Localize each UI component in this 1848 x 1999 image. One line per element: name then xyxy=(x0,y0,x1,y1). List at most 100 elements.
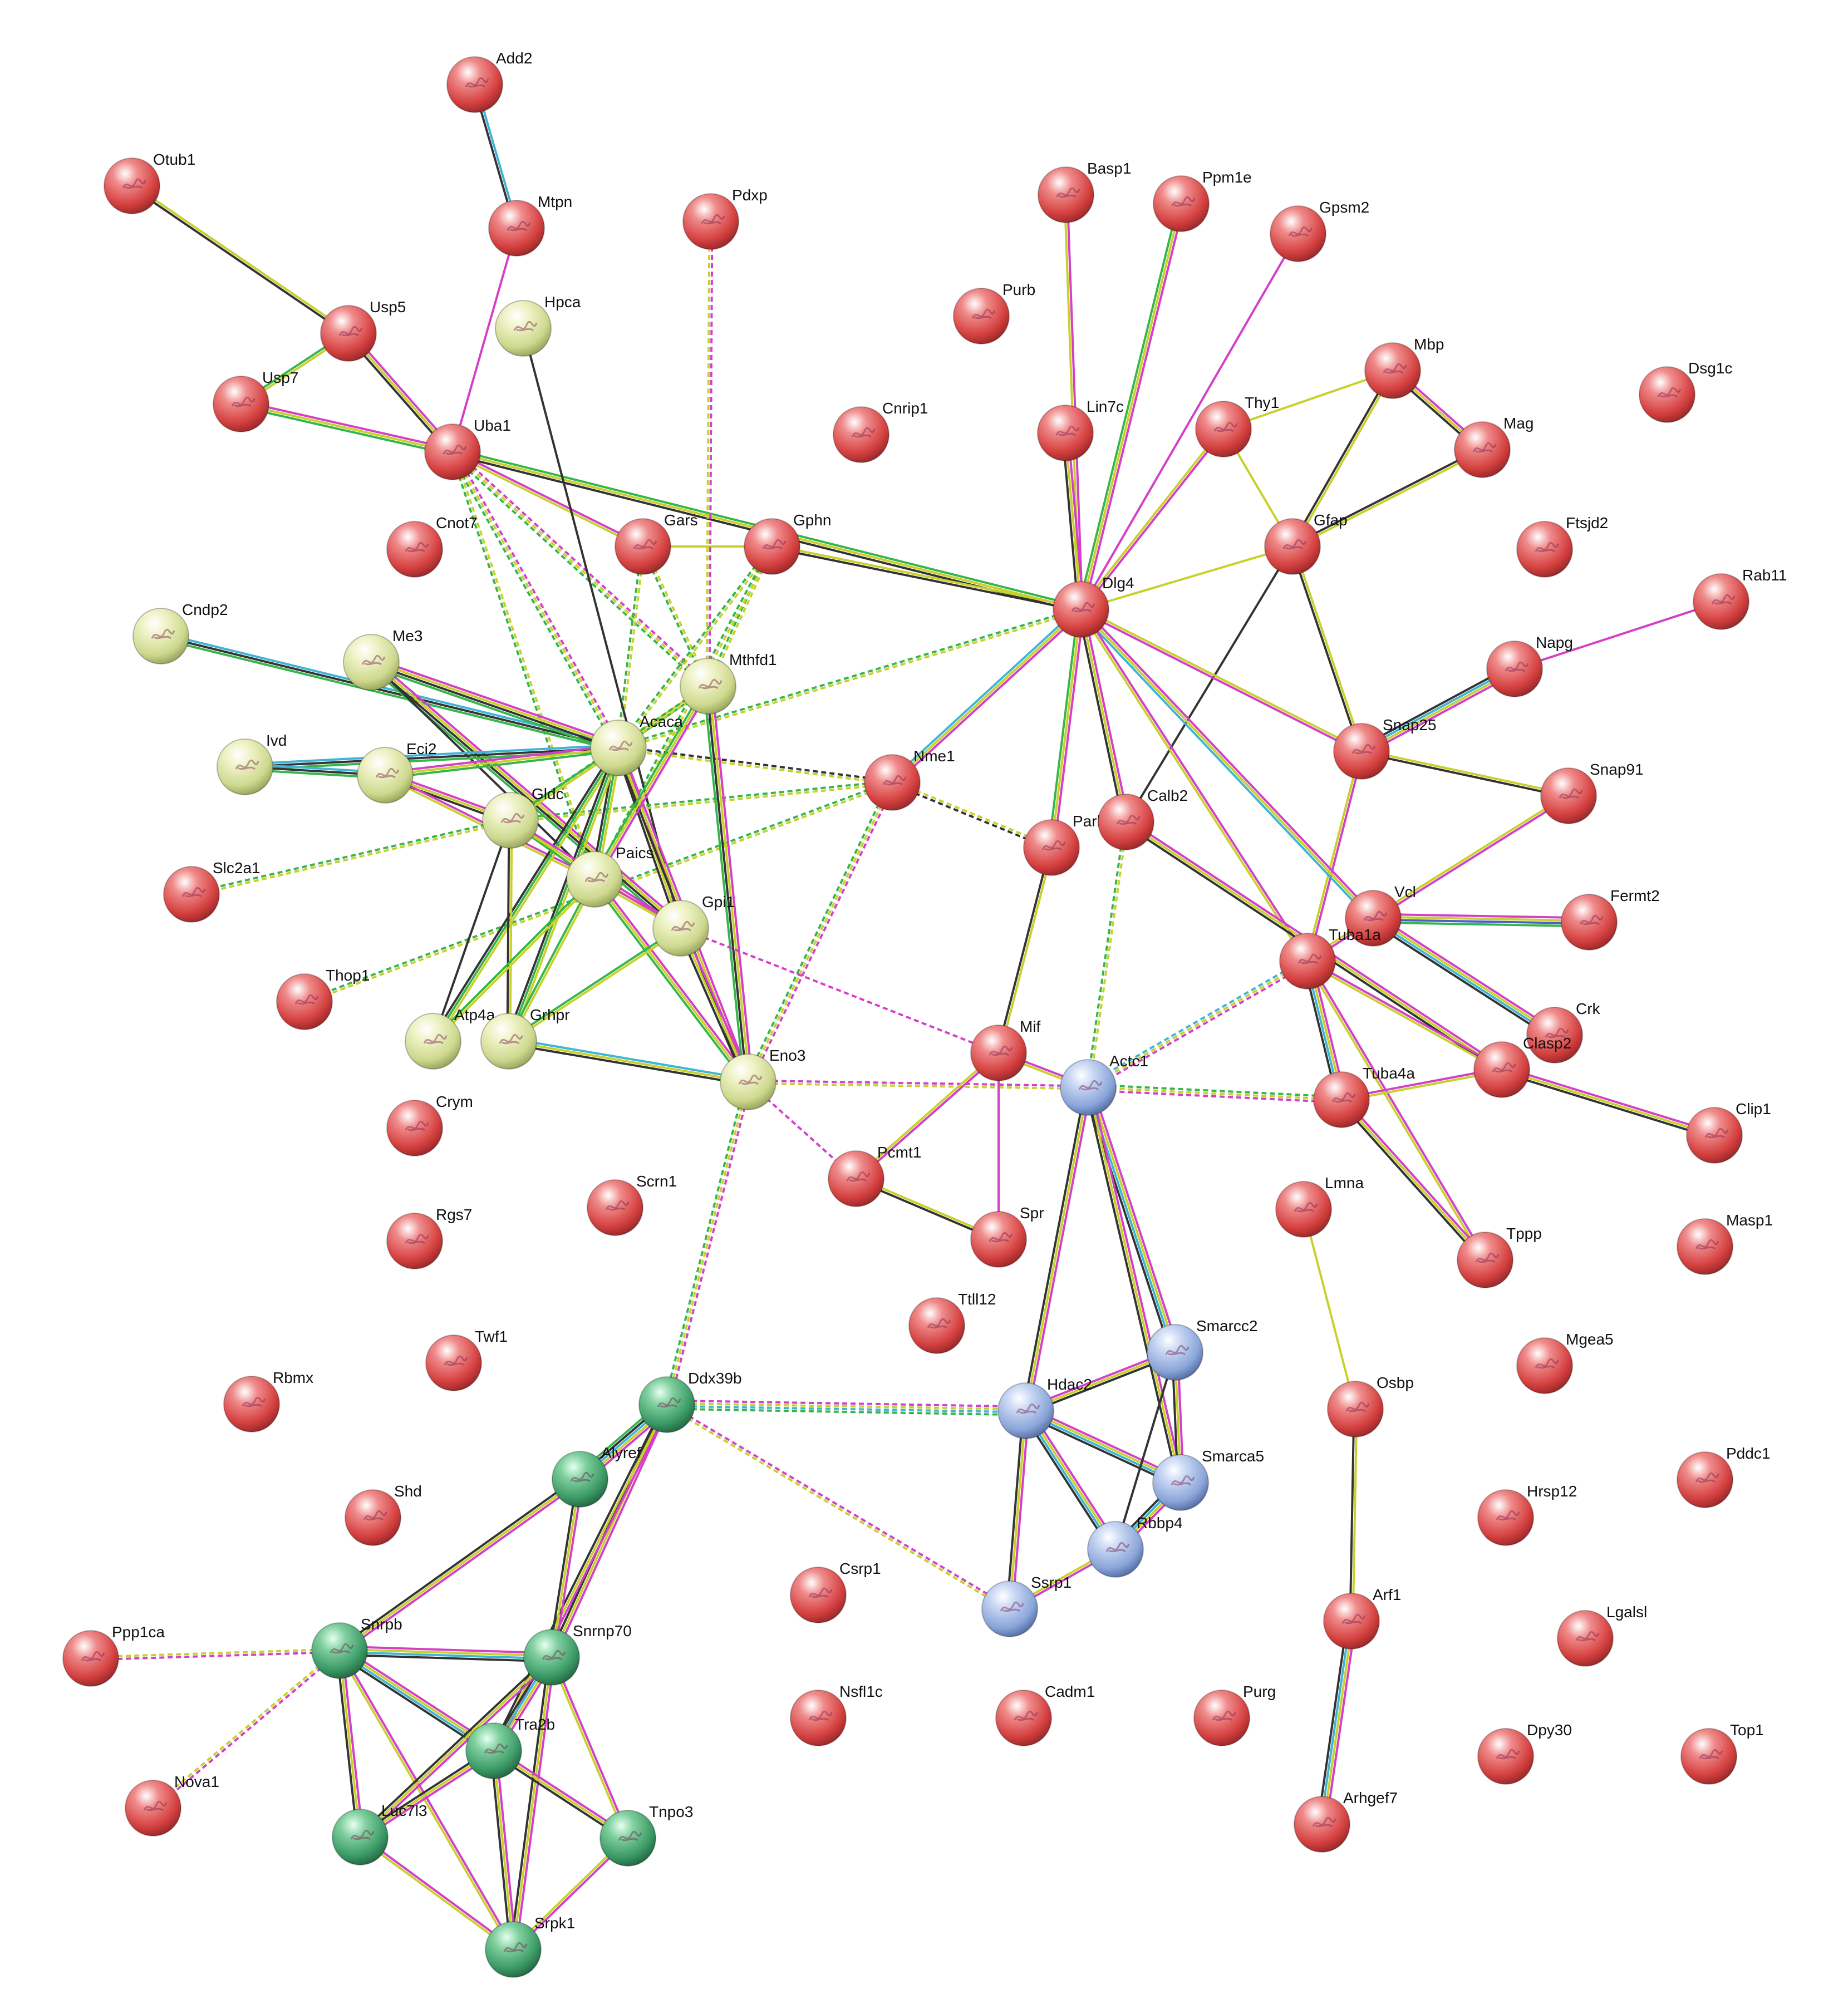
node-bubble-gfap[interactable] xyxy=(1264,518,1321,575)
node-mthfd1[interactable]: Mthfd1 xyxy=(680,651,777,715)
node-bubble-rab11[interactable] xyxy=(1693,573,1749,630)
node-pcmt1[interactable]: Pcmt1 xyxy=(828,1144,921,1207)
node-dsg1c[interactable]: Dsg1c xyxy=(1639,360,1732,423)
node-ftsjd2[interactable]: Ftsjd2 xyxy=(1516,514,1608,578)
node-bubble-clasp2[interactable] xyxy=(1473,1041,1530,1098)
node-bubble-hrsp12[interactable] xyxy=(1477,1489,1534,1546)
node-bubble-add2[interactable] xyxy=(446,56,503,113)
node-me3[interactable]: Me3 xyxy=(343,627,422,691)
node-bubble-srpk1[interactable] xyxy=(485,1921,542,1978)
node-smarca5[interactable]: Smarca5 xyxy=(1152,1447,1264,1511)
node-bubble-usp7[interactable] xyxy=(213,376,269,432)
node-bubble-ppp1ca[interactable] xyxy=(62,1630,119,1687)
node-purb[interactable]: Purb xyxy=(953,281,1035,344)
node-bubble-ftsjd2[interactable] xyxy=(1516,521,1573,578)
node-calb2[interactable]: Calb2 xyxy=(1098,787,1188,850)
node-bubble-gpi1[interactable] xyxy=(652,900,709,957)
node-pddc1[interactable]: Pddc1 xyxy=(1677,1445,1770,1508)
node-bubble-smarca5[interactable] xyxy=(1152,1454,1209,1511)
node-bubble-crym[interactable] xyxy=(386,1100,443,1156)
node-pdxp[interactable]: Pdxp xyxy=(682,186,768,250)
node-bubble-tra2b[interactable] xyxy=(465,1722,522,1779)
node-bubble-snap25[interactable] xyxy=(1333,723,1390,780)
node-bubble-csrp1[interactable] xyxy=(790,1567,847,1623)
node-smarcc2[interactable]: Smarcc2 xyxy=(1147,1317,1257,1381)
node-bubble-mthfd1[interactable] xyxy=(680,658,736,715)
node-bubble-tnpo3[interactable] xyxy=(599,1810,656,1867)
node-bubble-ppm1e[interactable] xyxy=(1153,175,1210,232)
node-cnot7[interactable]: Cnot7 xyxy=(386,514,478,578)
node-bubble-tuba4a[interactable] xyxy=(1313,1071,1370,1128)
node-bubble-uba1[interactable] xyxy=(424,424,481,480)
node-bubble-nme1[interactable] xyxy=(864,754,921,811)
node-dpy30[interactable]: Dpy30 xyxy=(1477,1721,1572,1785)
node-arhgef7[interactable]: Arhgef7 xyxy=(1294,1789,1398,1853)
node-bubble-mtpn[interactable] xyxy=(488,200,545,257)
node-cnrip1[interactable]: Cnrip1 xyxy=(833,400,928,463)
node-usp5[interactable]: Usp5 xyxy=(320,298,406,362)
node-bubble-ivd[interactable] xyxy=(217,738,273,795)
node-snrnp70[interactable]: Snrnp70 xyxy=(523,1622,632,1686)
node-bubble-me3[interactable] xyxy=(343,634,400,691)
node-fermt2[interactable]: Fermt2 xyxy=(1561,887,1660,951)
node-bubble-napg[interactable] xyxy=(1486,641,1543,697)
node-bubble-lmna[interactable] xyxy=(1275,1181,1332,1238)
node-bubble-lin7c[interactable] xyxy=(1037,405,1094,461)
node-bubble-cnrip1[interactable] xyxy=(833,406,889,463)
node-nova1[interactable]: Nova1 xyxy=(125,1773,219,1836)
node-snap91[interactable]: Snap91 xyxy=(1540,761,1644,824)
node-bubble-osbp[interactable] xyxy=(1327,1381,1384,1437)
node-bubble-purg[interactable] xyxy=(1193,1690,1250,1746)
node-bubble-top1[interactable] xyxy=(1680,1728,1737,1785)
node-crk[interactable]: Crk xyxy=(1526,1000,1601,1063)
node-alyref[interactable]: Alyref xyxy=(552,1444,641,1508)
node-eno3[interactable]: Eno3 xyxy=(720,1047,805,1110)
node-purg[interactable]: Purg xyxy=(1193,1683,1276,1746)
node-bubble-park7[interactable] xyxy=(1023,819,1080,876)
node-bubble-mif[interactable] xyxy=(970,1025,1027,1081)
node-shd[interactable]: Shd xyxy=(345,1483,422,1546)
node-bubble-slc2a1[interactable] xyxy=(163,866,220,923)
node-bubble-gars[interactable] xyxy=(615,518,671,575)
node-snap25[interactable]: Snap25 xyxy=(1333,716,1437,780)
node-rab11[interactable]: Rab11 xyxy=(1693,567,1787,630)
node-bubble-gphn[interactable] xyxy=(744,518,800,575)
node-gfap[interactable]: Gfap xyxy=(1264,511,1348,575)
node-bubble-thop1[interactable] xyxy=(276,973,333,1030)
node-bubble-dpy30[interactable] xyxy=(1477,1728,1534,1785)
node-bubble-atp4a[interactable] xyxy=(405,1013,461,1070)
node-thy1[interactable]: Thy1 xyxy=(1195,394,1279,457)
node-bubble-cadm1[interactable] xyxy=(995,1690,1052,1746)
node-scrn1[interactable]: Scrn1 xyxy=(587,1173,677,1236)
node-bubble-rbbp4[interactable] xyxy=(1087,1521,1144,1578)
node-ivd[interactable]: Ivd xyxy=(217,732,287,795)
node-bubble-ddx39b[interactable] xyxy=(638,1376,695,1433)
node-actc1[interactable]: Actc1 xyxy=(1060,1052,1148,1116)
node-bubble-mbp[interactable] xyxy=(1364,342,1421,399)
node-bubble-dsg1c[interactable] xyxy=(1639,366,1695,423)
node-napg[interactable]: Napg xyxy=(1486,634,1573,697)
node-tuba4a[interactable]: Tuba4a xyxy=(1313,1065,1415,1128)
node-bubble-calb2[interactable] xyxy=(1098,794,1154,850)
node-hrsp12[interactable]: Hrsp12 xyxy=(1477,1483,1577,1546)
node-bubble-cnot7[interactable] xyxy=(386,521,443,578)
node-mbp[interactable]: Mbp xyxy=(1364,336,1444,399)
node-bubble-shd[interactable] xyxy=(345,1489,401,1546)
node-rbbp4[interactable]: Rbbp4 xyxy=(1087,1514,1183,1578)
node-bubble-pdxp[interactable] xyxy=(682,193,739,250)
node-cadm1[interactable]: Cadm1 xyxy=(995,1683,1095,1746)
node-bubble-masp1[interactable] xyxy=(1677,1218,1733,1275)
node-bubble-luc7l3[interactable] xyxy=(332,1809,389,1865)
node-bubble-snrpb[interactable] xyxy=(311,1622,368,1679)
node-atp4a[interactable]: Atp4a xyxy=(405,1006,495,1070)
node-bubble-rgs7[interactable] xyxy=(386,1213,443,1269)
node-bubble-lgalsl[interactable] xyxy=(1557,1610,1614,1667)
node-tuba1a[interactable]: Tuba1a xyxy=(1279,926,1381,989)
node-bubble-twf1[interactable] xyxy=(425,1335,482,1391)
node-bubble-eci2[interactable] xyxy=(357,747,414,804)
node-gldc[interactable]: Gldc xyxy=(482,785,564,849)
node-bubble-crk[interactable] xyxy=(1526,1007,1583,1063)
node-bubble-mag[interactable] xyxy=(1454,421,1511,478)
node-bubble-otub1[interactable] xyxy=(104,157,160,214)
node-acaca[interactable]: Acaca xyxy=(590,713,683,776)
